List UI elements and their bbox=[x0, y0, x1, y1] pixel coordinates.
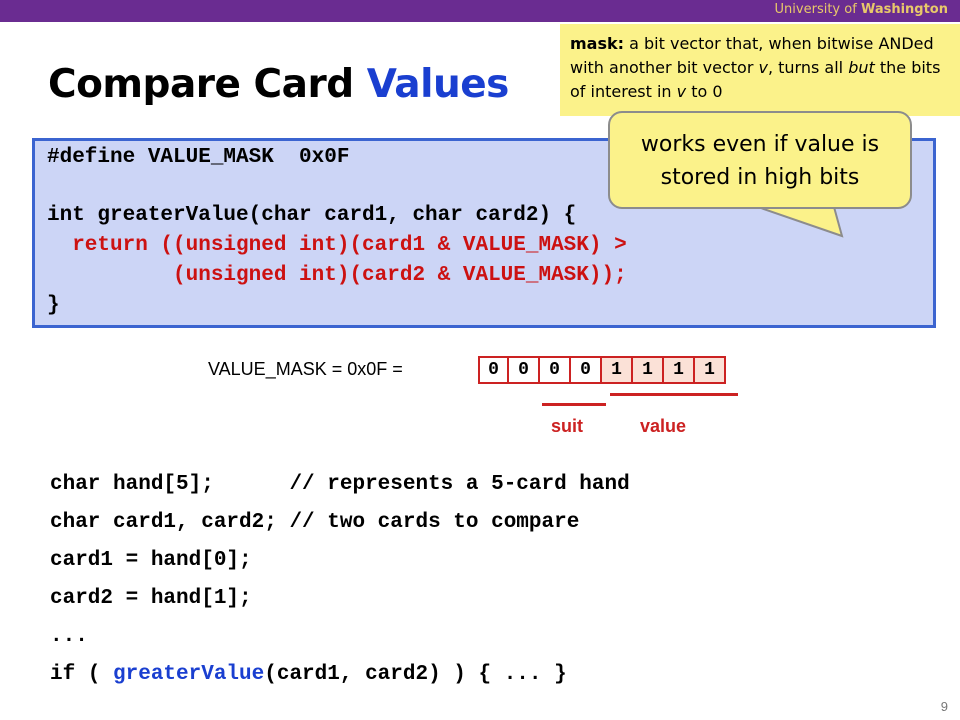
bit-cell: 0 bbox=[571, 356, 602, 384]
bit-cell: 1 bbox=[695, 356, 726, 384]
bit-cell: 1 bbox=[602, 356, 633, 384]
usage-line-3: card1 = hand[0]; bbox=[50, 549, 252, 572]
callout-tail bbox=[758, 206, 844, 238]
callout-line-2: stored in high bits bbox=[660, 165, 860, 190]
suit-label: suit bbox=[551, 416, 584, 436]
code-line-signature: int greaterValue(char card1, char card2)… bbox=[47, 204, 577, 227]
bit-cell: 1 bbox=[664, 356, 695, 384]
bit-cell: 0 bbox=[540, 356, 571, 384]
page-number: 9 bbox=[940, 699, 948, 714]
header-bar: University of Washington bbox=[0, 0, 960, 22]
value-label: value bbox=[640, 416, 687, 436]
bit-cell: 0 bbox=[478, 356, 509, 384]
definition-term: mask: bbox=[570, 34, 625, 53]
callout-bubble: works even if value is stored in high bi… bbox=[608, 111, 912, 209]
value-bracket bbox=[610, 393, 738, 396]
usage-line-4: card2 = hand[1]; bbox=[50, 587, 252, 610]
code-line-close: } bbox=[47, 294, 60, 317]
mask-label: VALUE_MASK = 0x0F = bbox=[208, 359, 403, 379]
code-line-define: #define VALUE_MASK 0x0F bbox=[47, 146, 350, 169]
bit-vector: 0 0 0 0 1 1 1 1 bbox=[478, 356, 726, 384]
usage-line-2: char card1, card2; // two cards to compa… bbox=[50, 511, 580, 534]
bit-cell: 1 bbox=[633, 356, 664, 384]
university-logo-text: University of Washington bbox=[774, 2, 948, 17]
code-line-return: return ((unsigned int)(card1 & VALUE_MAS… bbox=[47, 234, 627, 257]
usage-line-1: char hand[5]; // represents a 5-card han… bbox=[50, 473, 630, 496]
mask-definition-box: mask: a bit vector that, when bitwise AN… bbox=[560, 24, 960, 116]
bit-cell: 0 bbox=[509, 356, 540, 384]
usage-line-6: if ( greaterValue(card1, card2) ) { ... … bbox=[50, 663, 567, 686]
function-name: greaterValue bbox=[113, 663, 265, 686]
code-line-return-cont: (unsigned int)(card2 & VALUE_MASK)); bbox=[47, 264, 627, 287]
title-main: Compare Card bbox=[48, 62, 354, 107]
usage-line-5: ... bbox=[50, 625, 88, 648]
slide-title: Compare Card Values bbox=[48, 62, 509, 107]
callout-line-1: works even if value is bbox=[640, 132, 880, 157]
title-highlight: Values bbox=[366, 62, 510, 107]
suit-bracket bbox=[542, 403, 606, 406]
